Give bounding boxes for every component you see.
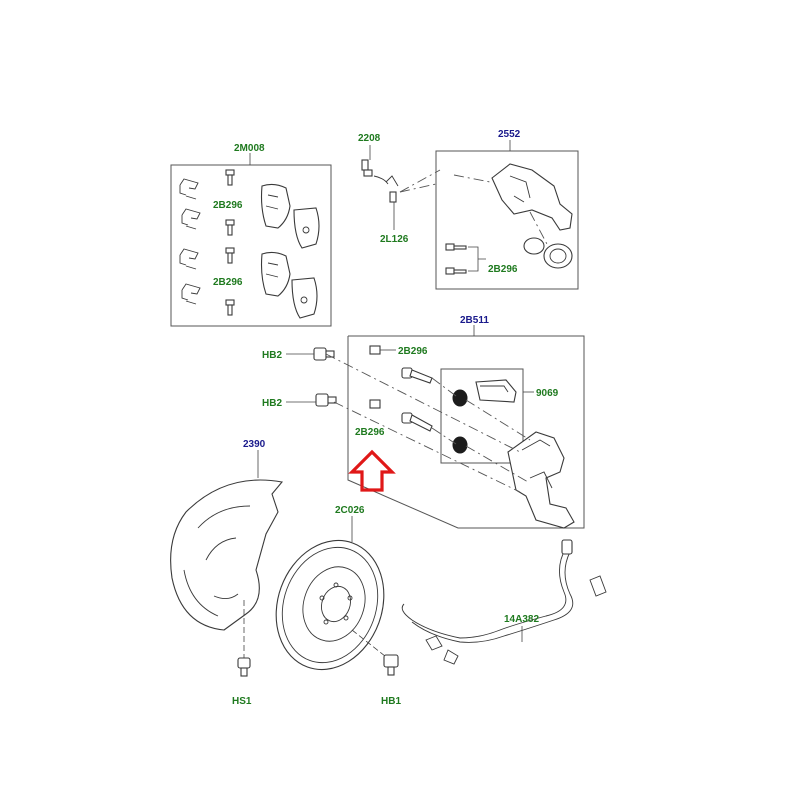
label-wear-sensor: 2208 <box>358 133 381 144</box>
shield-screw <box>237 657 251 669</box>
dust-shield-group[interactable]: 2390 HS1 <box>170 439 284 707</box>
brake-pads <box>260 183 320 319</box>
abs-sensor-cable <box>401 547 567 639</box>
caliper-piston-boot <box>543 243 573 269</box>
wear-sensor-group[interactable]: 2208 2L126 <box>358 133 409 245</box>
hub-bolts-hb2 <box>313 347 337 407</box>
label-hub-bolt-mid: HB2 <box>262 398 282 409</box>
label-carrier-kit: 2B511 <box>460 315 489 326</box>
carrier-kit-box <box>347 335 585 529</box>
disc-screw <box>383 654 399 668</box>
brake-disc-group[interactable]: 2C026 HB1 <box>259 505 402 707</box>
label-dust-shield: 2390 <box>243 439 266 450</box>
guide-boots <box>452 389 468 454</box>
caliper-carrier <box>507 431 575 529</box>
pad-kit-group[interactable]: 2M008 2B296 2B296 <box>170 143 332 327</box>
label-disc: 2C026 <box>335 505 365 516</box>
caliper-bolts <box>445 243 467 275</box>
label-shield-screw: HS1 <box>232 696 252 707</box>
label-sensor-clip: 2L126 <box>380 234 409 245</box>
label-carrier-bolt-mid: 2B296 <box>355 427 385 438</box>
carrier-bolts <box>369 345 433 432</box>
brake-disc <box>275 539 385 671</box>
pad-kit-bolts <box>225 169 235 316</box>
label-caliper: 2552 <box>498 129 521 140</box>
label-pad-kit-bolt-top: 2B296 <box>213 200 243 211</box>
abs-sensor-head <box>561 539 573 555</box>
disc-bolt-holes <box>319 582 353 625</box>
guide-kit-box <box>440 368 524 464</box>
label-abs-sensor: 14A382 <box>504 614 539 625</box>
label-guide-kit: 9069 <box>536 388 559 399</box>
label-carrier-bolt-top: 2B296 <box>398 346 428 357</box>
highlight-arrow-icon <box>348 449 396 492</box>
label-disc-screw: HB1 <box>381 696 401 707</box>
carrier-kit-group[interactable]: 2B511 2B296 2B296 9069 HB2 HB2 <box>262 315 585 529</box>
clip-to-caliper-line <box>399 183 437 193</box>
caliper-seal <box>523 237 545 255</box>
caliper-body <box>491 163 573 231</box>
dust-shield <box>170 479 284 631</box>
abs-sensor-group[interactable]: 14A382 <box>401 539 607 665</box>
anti-rattle-clip <box>475 379 517 403</box>
label-caliper-bolts: 2B296 <box>488 264 518 275</box>
carrier-alignment-lines <box>325 353 531 493</box>
pad-kit-box <box>170 164 332 327</box>
caliper-group[interactable]: 2552 2B296 <box>435 129 579 290</box>
label-pad-kit: 2M008 <box>234 143 265 154</box>
sensor-to-caliper-line <box>399 169 441 193</box>
pad-clips <box>179 178 201 305</box>
caliper-box <box>435 150 579 290</box>
label-pad-kit-bolt-bottom: 2B296 <box>213 277 243 288</box>
label-hub-bolt-top: HB2 <box>262 350 282 361</box>
